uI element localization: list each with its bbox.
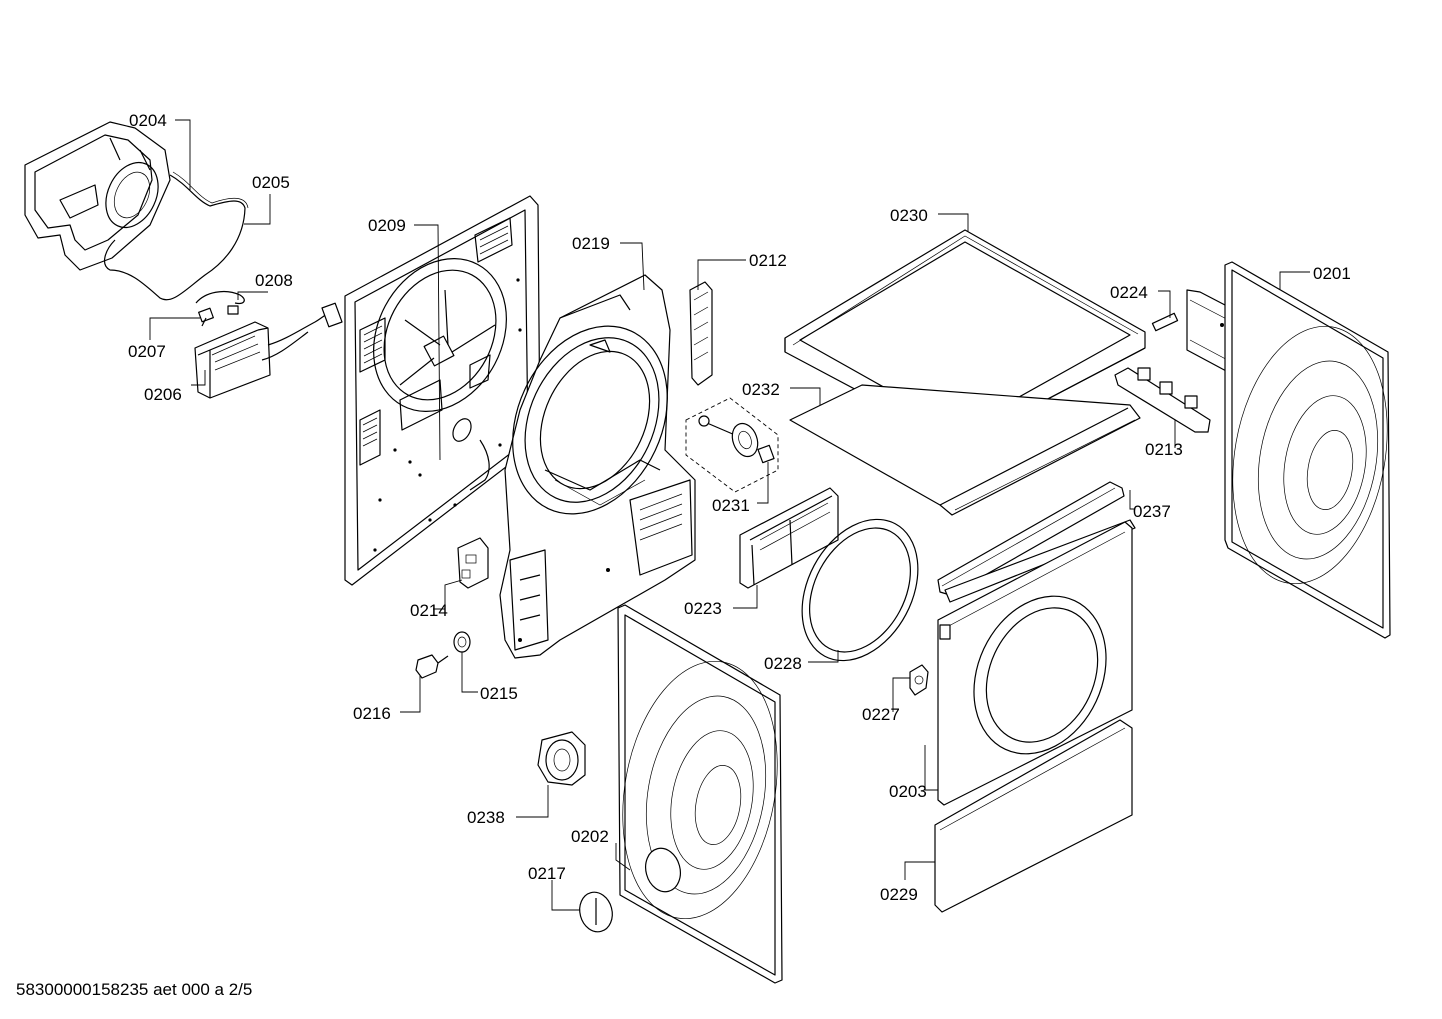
part-0216-plug — [415, 654, 449, 679]
label-0203: 0203 — [889, 782, 927, 801]
part-0208-sensor — [195, 290, 245, 327]
part-0237-rail — [937, 481, 1136, 603]
part-0206-module — [194, 302, 343, 399]
part-0223-filter — [739, 487, 839, 589]
part-0213-control-rail — [1114, 367, 1211, 433]
label-0201: 0201 — [1313, 264, 1351, 283]
part-0215-knob — [453, 631, 471, 653]
part-0204-air-duct — [24, 121, 171, 271]
part-0209-rear-panel — [344, 195, 541, 586]
part-0229-plinth — [934, 719, 1133, 913]
label-0230: 0230 — [890, 206, 928, 225]
part-0227-clip — [909, 664, 929, 696]
part-0238-pump — [537, 731, 586, 786]
part-0231-pulley — [685, 397, 779, 493]
label-0204: 0204 — [129, 111, 167, 130]
label-0237: 0237 — [1133, 502, 1171, 521]
part-0232-mat — [789, 384, 1141, 516]
part-0203-front-panel — [937, 521, 1133, 806]
part-0205-cable — [103, 171, 249, 301]
label-0205: 0205 — [252, 173, 290, 192]
label-0208: 0208 — [255, 271, 293, 290]
part-0217-cap — [579, 891, 613, 933]
label-0213: 0213 — [1145, 440, 1183, 459]
label-0238: 0238 — [467, 808, 505, 827]
label-0224: 0224 — [1110, 283, 1148, 302]
label-0207: 0207 — [128, 342, 166, 361]
label-0223: 0223 — [684, 599, 722, 618]
label-0214: 0214 — [410, 601, 448, 620]
part-0202-side-panel — [617, 604, 783, 984]
label-0216: 0216 — [353, 704, 391, 723]
label-0209: 0209 — [368, 216, 406, 235]
label-0227: 0227 — [862, 705, 900, 724]
leader-lines — [149, 119, 1310, 911]
label-0212: 0212 — [749, 251, 787, 270]
label-0219: 0219 — [572, 234, 610, 253]
label-0231: 0231 — [712, 496, 750, 515]
part-0228-seal — [801, 518, 919, 662]
part-0212-bracket — [689, 281, 713, 386]
part-0219-frame — [499, 274, 696, 659]
label-0228: 0228 — [764, 654, 802, 673]
part-0214-bracket — [457, 537, 489, 589]
label-0202: 0202 — [571, 827, 609, 846]
label-0215: 0215 — [480, 684, 518, 703]
label-0232: 0232 — [742, 380, 780, 399]
label-0229: 0229 — [880, 885, 918, 904]
label-0206: 0206 — [144, 385, 182, 404]
document-reference: 58300000158235 aet 000 a 2/5 — [16, 980, 253, 999]
label-0217: 0217 — [528, 864, 566, 883]
part-labels: 0204 0205 0208 0207 0206 0209 0219 0212 … — [128, 111, 1351, 904]
part-0201-side-panel — [1224, 261, 1391, 639]
